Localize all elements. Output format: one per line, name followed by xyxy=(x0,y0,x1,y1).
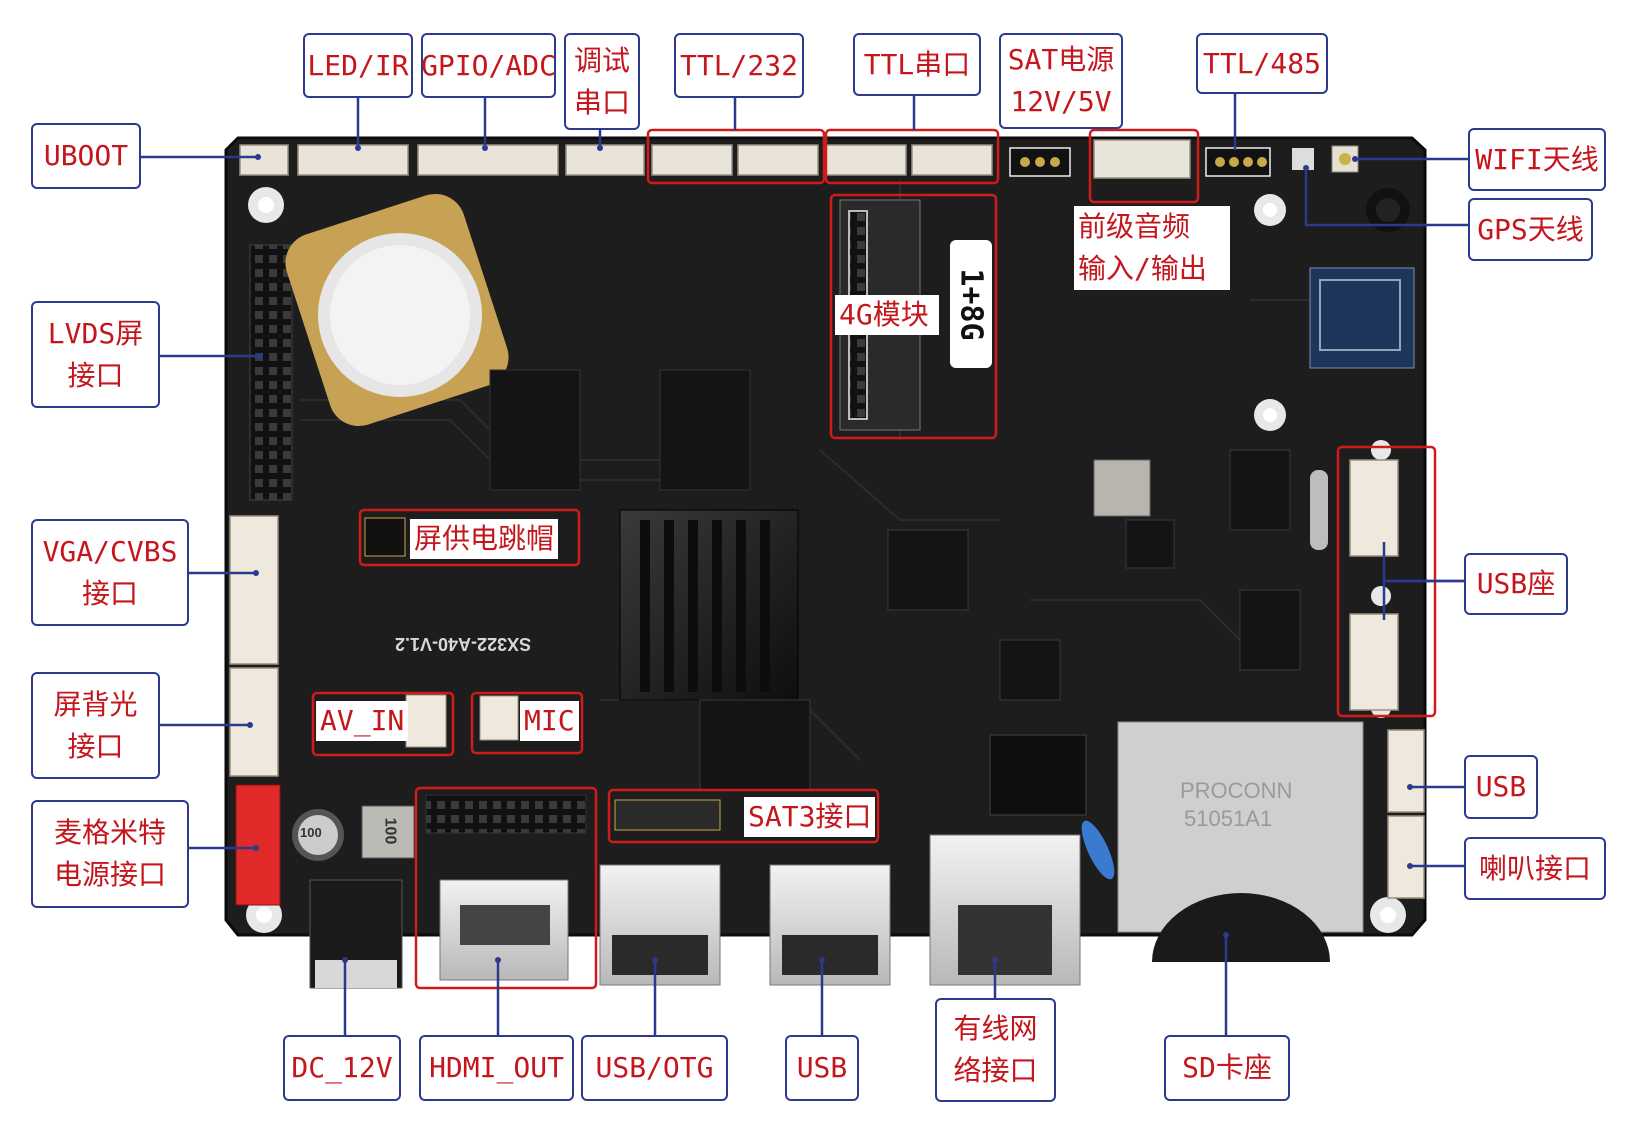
red-power-connector xyxy=(235,784,281,906)
memory-size-label: 1+8G xyxy=(950,240,992,368)
leader-lines xyxy=(140,94,1470,1035)
label-uboot: UBOOT xyxy=(31,123,141,189)
label-sd-card: SD卡座 xyxy=(1164,1035,1290,1101)
label-usb-otg: USB/OTG xyxy=(581,1035,728,1101)
usb-ports xyxy=(599,864,891,986)
label-gpio-adc: GPIO/ADC xyxy=(421,33,556,98)
label-ttl-232: TTL/232 xyxy=(674,33,804,98)
label-backlight: 屏背光 接口 xyxy=(31,672,160,779)
sd-brand-text: PROCONN xyxy=(1180,778,1293,803)
top-connectors xyxy=(239,139,1191,179)
label-hdmi-out: HDMI_OUT xyxy=(419,1035,574,1101)
capacitor xyxy=(292,809,344,861)
label-gps-antenna: GPS天线 xyxy=(1468,198,1593,261)
label-sat-power: SAT电源 12V/5V xyxy=(999,33,1123,129)
label-ttl-485: TTL/485 xyxy=(1196,33,1328,94)
usb-socket-right xyxy=(1349,459,1425,899)
heat-sink xyxy=(619,509,799,701)
coin-battery xyxy=(285,193,509,427)
label-debug-serial: 调试 串口 xyxy=(564,33,640,130)
label-usb-right: USB xyxy=(1464,755,1538,819)
label-usb-bottom: USB xyxy=(785,1035,859,1101)
memory-size-text: 1+8G xyxy=(953,267,989,341)
label-lvds: LVDS屏 接口 xyxy=(31,301,160,408)
label-ttl-serial: TTL串口 xyxy=(853,33,981,96)
sd-card-slot xyxy=(1117,721,1364,962)
board-model-text: SX322-A40-V1.2 xyxy=(395,634,532,654)
left-connectors xyxy=(229,515,279,777)
sd-part-text: 51051A1 xyxy=(1184,806,1273,831)
label-power-jack: 麦格米特 电源接口 xyxy=(31,800,189,908)
sat3-connector xyxy=(614,799,721,831)
audio-io-label: 前级音频 输入/输出 xyxy=(1074,206,1230,290)
label-led-ir: LED/IR xyxy=(303,33,413,98)
memory-chips xyxy=(489,369,751,491)
mounting-holes xyxy=(246,187,1410,933)
av-in-label: AV_IN xyxy=(316,701,409,741)
wifi-module xyxy=(1309,267,1415,369)
screen-power-jumper-label: 屏供电跳帽 xyxy=(410,519,559,559)
module-4g-label: 4G模块 xyxy=(835,295,939,335)
inductor-text: 100 xyxy=(381,817,399,845)
lvds-header xyxy=(249,244,293,501)
pulse-transformer xyxy=(989,734,1087,816)
label-dc-12v: DC_12V xyxy=(283,1035,401,1101)
pin-header xyxy=(425,794,587,834)
jumper xyxy=(364,517,406,557)
label-wifi-antenna: WIFI天线 xyxy=(1468,128,1606,191)
label-usb-socket: USB座 xyxy=(1464,553,1568,615)
capacitor-text: 100 xyxy=(300,825,322,840)
mic-label: MIC xyxy=(520,701,579,741)
label-vga-cvbs: VGA/CVBS 接口 xyxy=(31,519,189,626)
inductor xyxy=(361,805,415,859)
label-ethernet: 有线网 络接口 xyxy=(935,998,1056,1102)
label-speaker: 喇叭接口 xyxy=(1464,837,1606,900)
sat3-label: SAT3接口 xyxy=(744,797,876,837)
